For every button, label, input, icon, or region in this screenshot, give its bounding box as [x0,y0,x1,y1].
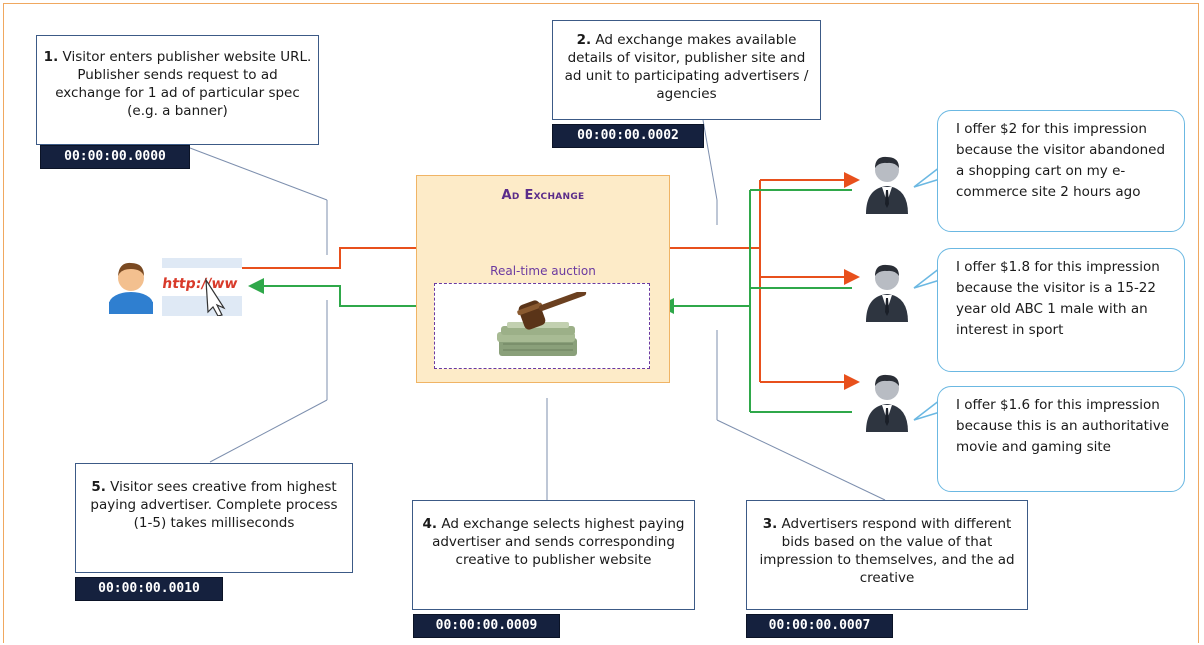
step-text: Visitor sees creative from highest payin… [90,479,338,531]
advertiser-icon [866,374,908,432]
auction-label: Real-time auction [490,264,596,278]
timer-step-4: 00:00:00.0009 [413,614,560,638]
diagram-frame [3,3,1199,643]
leader-lines [189,119,886,501]
bid-bubble-3: I offer $1.6 for this impression because… [937,386,1185,492]
advertiser-icon [866,156,908,214]
timer-step-3: 00:00:00.0007 [746,614,893,638]
step-3-box: 3. Advertisers respond with different bi… [746,500,1028,610]
step-1-box: 1. Visitor enters publisher website URL.… [36,35,319,145]
timer-step-2: 00:00:00.0002 [552,124,704,148]
browser-url-icon: http://ww [162,258,242,316]
step-text: Ad exchange selects highest paying adver… [432,516,685,568]
gavel-money-icon [497,292,587,356]
bid-bubble-1: I offer $2 for this impression because t… [937,110,1185,232]
step-text: Ad exchange makes available details of v… [564,32,809,102]
step-number: 1. [43,49,59,65]
bid-bubble-2: I offer $1.8 for this impression because… [937,248,1185,372]
step-number: 2. [576,32,592,48]
visitor-icon [109,262,153,314]
bubble-tail [913,166,941,188]
timer-step-1: 00:00:00.0000 [40,145,190,169]
step-2-box: 2. Ad exchange makes available details o… [552,20,821,120]
step-number: 4. [422,516,438,532]
step-text: Visitor enters publisher website URL. Pu… [55,49,312,119]
bubble-tail [913,399,941,421]
bubble-tail [913,267,941,289]
svg-text:http://ww: http://ww [162,276,238,292]
timer-step-5: 00:00:00.0010 [75,577,223,601]
step-5-box: 5. Visitor sees creative from highest pa… [75,463,353,573]
step-4-box: 4. Ad exchange selects highest paying ad… [412,500,695,610]
step-text: Advertisers respond with different bids … [759,516,1015,586]
ad-exchange-title: Ad Exchange [501,188,585,203]
step-number: 3. [762,516,778,532]
auction-box [434,283,650,369]
advertiser-icon [866,264,908,322]
step-number: 5. [91,479,106,495]
